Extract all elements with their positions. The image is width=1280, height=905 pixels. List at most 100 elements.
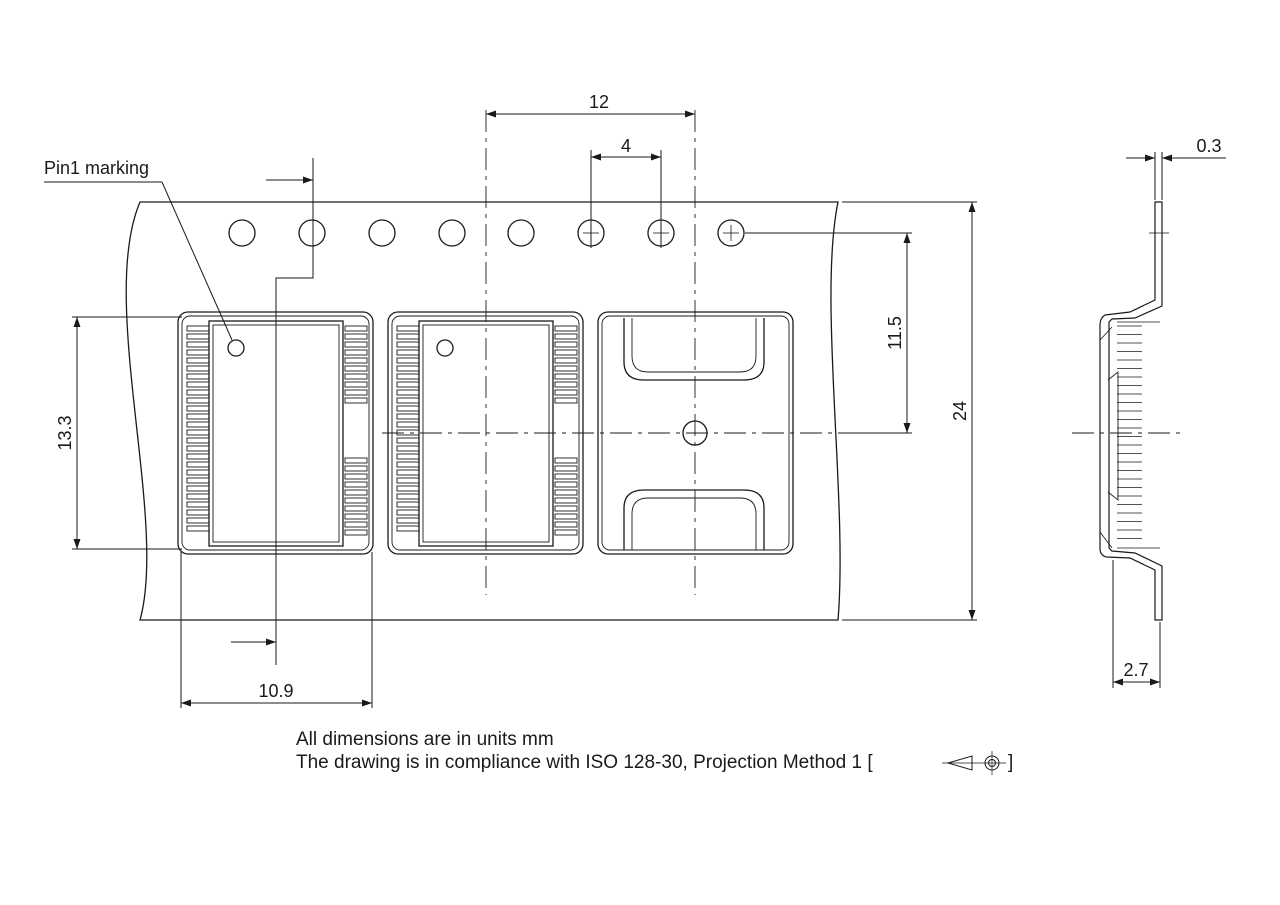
ic-leads: [186, 325, 578, 536]
ic-lead: [396, 525, 420, 532]
ic-lead: [396, 341, 420, 348]
ic-lead: [396, 413, 420, 420]
ic-lead: [186, 493, 210, 500]
ic-lead: [554, 397, 578, 404]
ic-lead: [554, 325, 578, 332]
ic-lead: [554, 341, 578, 348]
ic-lead: [344, 341, 368, 348]
compliance-note-end: ]: [1008, 752, 1014, 773]
pin1-marking-label: Pin1 marking: [44, 158, 149, 178]
first-angle-projection-icon: [942, 751, 1006, 775]
ic-lead: [186, 357, 210, 364]
compliance-note: The drawing is in compliance with ISO 12…: [296, 752, 873, 773]
ic-lead: [396, 381, 420, 388]
ic-lead: [396, 493, 420, 500]
ic-lead: [396, 365, 420, 372]
ic-lead: [344, 389, 368, 396]
dim-10-9: 10.9: [258, 681, 293, 701]
ic-lead: [396, 389, 420, 396]
ic-lead: [186, 389, 210, 396]
ic-lead: [396, 429, 420, 436]
dim-12: 12: [589, 92, 609, 112]
ic-lead: [186, 349, 210, 356]
ic-lead: [186, 421, 210, 428]
ic-lead: [186, 429, 210, 436]
ic-lead: [186, 333, 210, 340]
sprocket-hole: [507, 219, 535, 247]
ic-lead: [554, 521, 578, 528]
ic-lead: [554, 473, 578, 480]
ic-lead: [344, 497, 368, 504]
ic-lead: [186, 469, 210, 476]
ic-lead: [186, 485, 210, 492]
ic-lead: [554, 529, 578, 536]
ic-lead: [396, 421, 420, 428]
ic-lead: [554, 481, 578, 488]
dim-11-5: 11.5: [885, 316, 905, 350]
ic-lead: [396, 437, 420, 444]
ic-lead: [186, 509, 210, 516]
ic-lead: [344, 505, 368, 512]
ic-lead: [344, 481, 368, 488]
ic-lead: [186, 501, 210, 508]
ic-lead: [186, 445, 210, 452]
units-note: All dimensions are in units mm: [296, 729, 554, 750]
ic-lead: [396, 325, 420, 332]
ic-lead: [396, 509, 420, 516]
ic-lead: [396, 445, 420, 452]
side-view: [1099, 201, 1163, 621]
ic-lead: [554, 389, 578, 396]
ic-lead: [186, 517, 210, 524]
pin1-dot: [227, 339, 245, 357]
ic-lead: [186, 461, 210, 468]
ic-lead: [554, 333, 578, 340]
sprocket-hole: [368, 219, 396, 247]
ic-lead: [344, 373, 368, 380]
ic-lead: [554, 457, 578, 464]
ic-lead: [344, 357, 368, 364]
ic-lead: [344, 529, 368, 536]
ic-lead: [554, 349, 578, 356]
ic-lead: [344, 397, 368, 404]
dim-24: 24: [950, 401, 970, 421]
ic-lead: [554, 357, 578, 364]
dim-2-7: 2.7: [1123, 660, 1148, 680]
ic-lead: [396, 485, 420, 492]
ic-lead: [186, 373, 210, 380]
ic-lead: [344, 513, 368, 520]
ic-lead: [396, 357, 420, 364]
dim-4: 4: [621, 136, 631, 156]
ic-lead: [396, 405, 420, 412]
ic-lead: [396, 477, 420, 484]
ic-lead: [554, 505, 578, 512]
ic-lead: [344, 325, 368, 332]
sprocket-hole: [228, 219, 256, 247]
carrier-tape-outline: [125, 201, 841, 621]
sprocket-hole: [717, 219, 745, 247]
ic-lead: [554, 513, 578, 520]
ic-lead: [396, 397, 420, 404]
ic-lead: [396, 373, 420, 380]
ic-lead: [554, 381, 578, 388]
ic-lead: [554, 465, 578, 472]
ic-lead: [344, 521, 368, 528]
ic-lead: [344, 489, 368, 496]
ic-lead: [396, 453, 420, 460]
ic-lead: [344, 381, 368, 388]
ic-lead: [396, 501, 420, 508]
ic-lead: [396, 333, 420, 340]
ic-lead: [396, 461, 420, 468]
dim-0-3: 0.3: [1196, 136, 1221, 156]
ic-lead: [554, 365, 578, 372]
ic-lead: [396, 517, 420, 524]
sprocket-hole: [438, 219, 466, 247]
ic-lead: [344, 349, 368, 356]
ic-lead: [344, 365, 368, 372]
ic-lead: [186, 381, 210, 388]
dim-13-3: 13.3: [55, 415, 75, 450]
ic-lead: [186, 437, 210, 444]
ic-lead: [186, 453, 210, 460]
ic-lead: [186, 325, 210, 332]
ic-lead: [344, 457, 368, 464]
